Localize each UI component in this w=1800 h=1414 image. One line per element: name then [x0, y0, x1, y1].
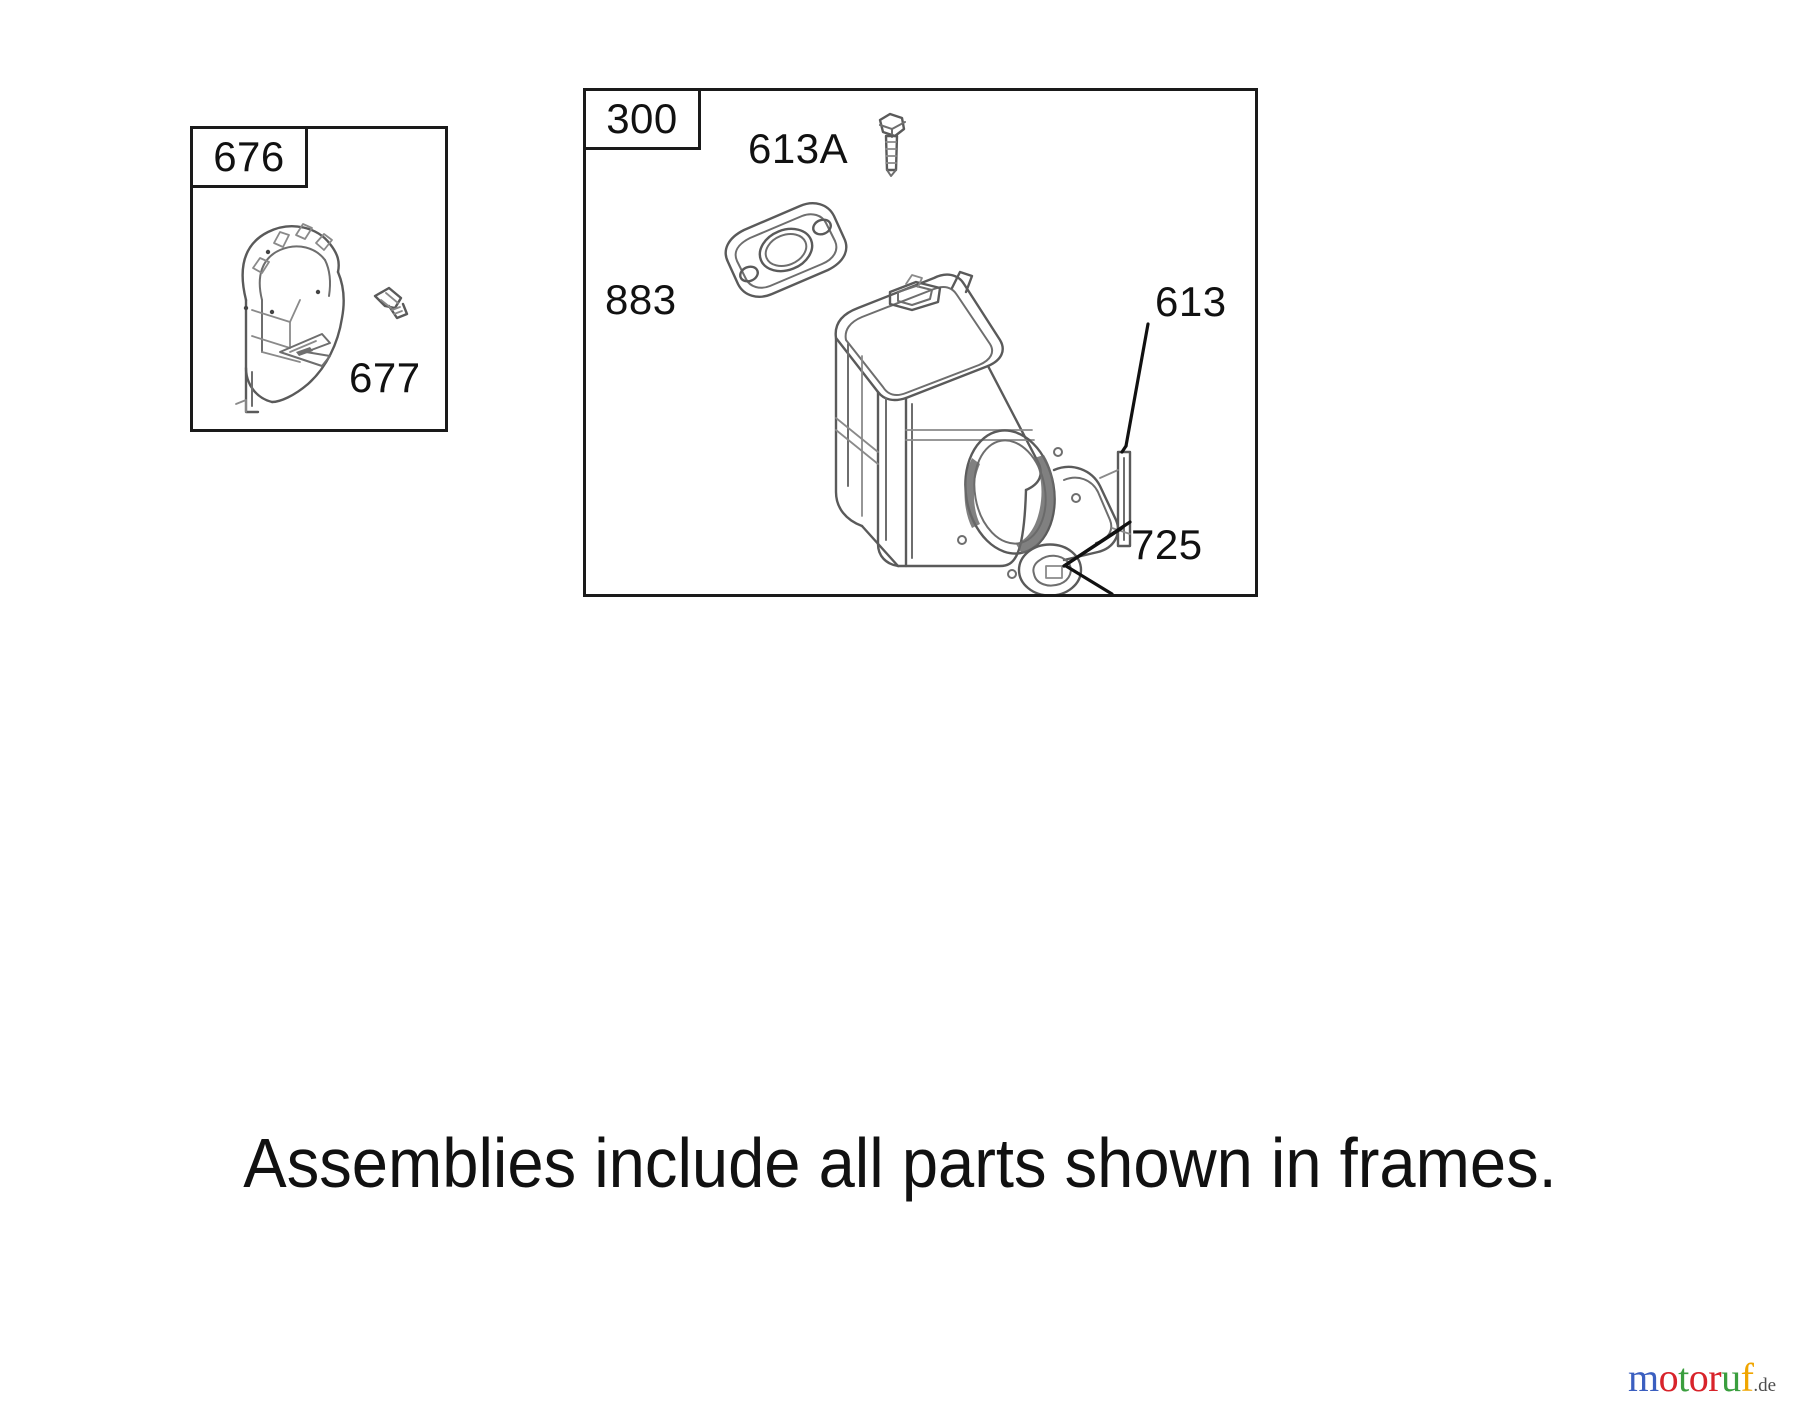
motoruf-watermark: motoruf.de	[1628, 1358, 1776, 1398]
frame-tag-676-label: 676	[213, 133, 285, 180]
watermark-suffix: .de	[1753, 1375, 1777, 1396]
frame-676-border	[190, 126, 448, 432]
frame-tag-676: 676	[190, 126, 308, 188]
watermark-letter-6: f	[1740, 1355, 1754, 1400]
frame-tag-300-label: 300	[606, 95, 678, 142]
frame-300-border	[583, 88, 1258, 597]
watermark-letter-1: o	[1658, 1355, 1679, 1400]
callout-883: 883	[605, 276, 677, 323]
watermark-letter-5: u	[1721, 1355, 1741, 1400]
frame-tag-300: 300	[583, 88, 701, 150]
callout-725: 725	[1131, 521, 1203, 568]
callout-613a: 613A	[748, 125, 849, 172]
watermark-letter-2: t	[1678, 1355, 1689, 1400]
callout-677: 677	[349, 354, 421, 401]
watermark-letter-0: m	[1628, 1355, 1659, 1400]
callout-613: 613	[1155, 278, 1227, 325]
watermark-letters: motoruf	[1628, 1355, 1754, 1400]
watermark-letter-4: r	[1708, 1355, 1722, 1400]
watermark-letter-3: o	[1688, 1355, 1709, 1400]
diagram-caption: Assemblies include all parts shown in fr…	[243, 1124, 1557, 1202]
